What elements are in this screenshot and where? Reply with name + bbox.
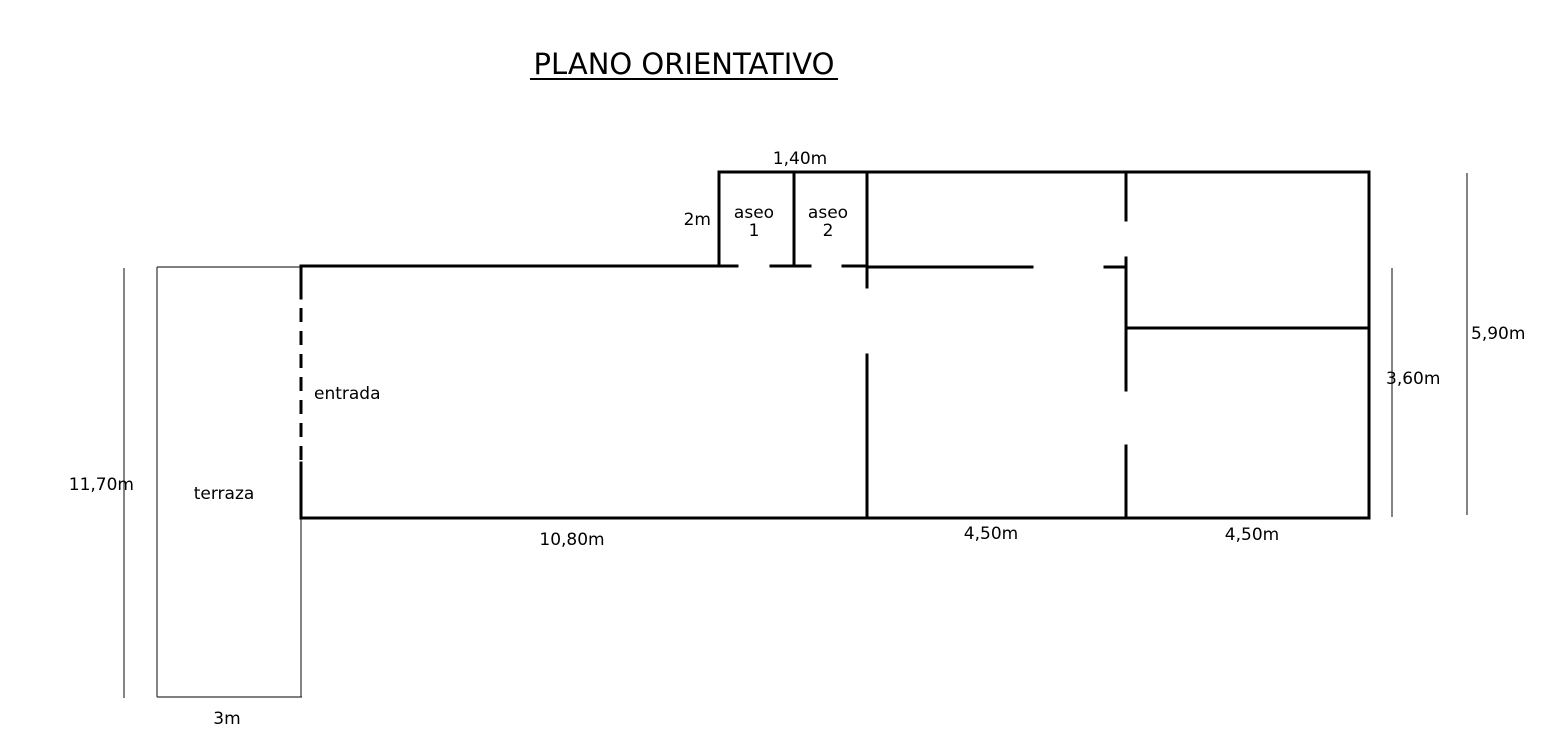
aseo1-label-line2: 1 xyxy=(749,221,760,241)
aseo2-label-line2: 2 xyxy=(823,221,834,241)
dim-middle-length: 4,50m xyxy=(964,524,1018,544)
entrada-label: entrada xyxy=(314,384,381,404)
dim-aseos-width: 1,40m xyxy=(773,149,827,169)
walls xyxy=(299,170,1371,520)
terraza-label: terraza xyxy=(194,484,255,504)
terraza-outline xyxy=(156,266,302,698)
plan-title: PLANO ORIENTATIVO xyxy=(534,47,835,81)
dim-main-length: 10,80m xyxy=(539,530,604,550)
dim-total-depth-right: 5,90m xyxy=(1471,324,1525,344)
dim-right-length: 4,50m xyxy=(1225,525,1279,545)
dimension-lines xyxy=(123,173,1468,698)
dim-terraza-width: 3m xyxy=(213,709,240,729)
aseo2-label-line1: aseo xyxy=(808,203,848,223)
dim-aseos-depth: 2m xyxy=(684,210,711,230)
aseo1-label-line1: aseo xyxy=(734,203,774,223)
dim-terraza-length: 11,70m xyxy=(69,475,134,495)
dim-room-depth-right: 3,60m xyxy=(1386,369,1440,389)
